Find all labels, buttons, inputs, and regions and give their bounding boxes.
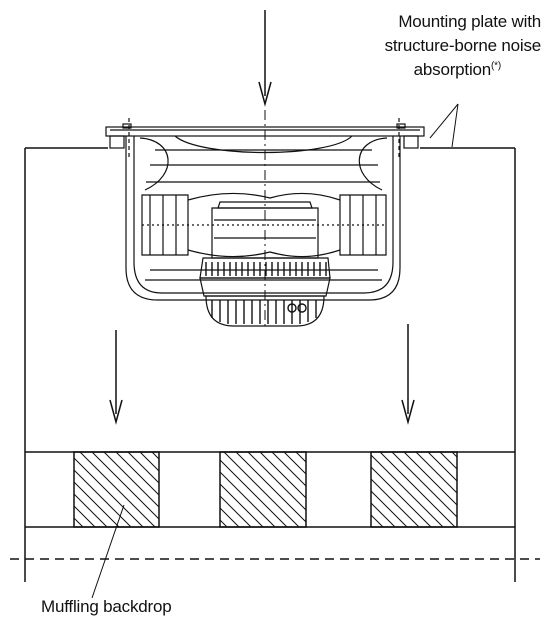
footnote-marker: (*)	[491, 60, 501, 72]
mounting-plate-label: Mounting plate with structure-borne nois…	[281, 10, 542, 82]
mounting-plate-label-text: absorption	[413, 60, 492, 79]
mounting-plate-leader-lines	[429, 103, 459, 148]
muffling-backdrop-label: Muffling backdrop	[41, 597, 172, 616]
muffling-block-left	[73, 451, 160, 528]
motor-fins	[205, 262, 327, 324]
inlet-arrow	[258, 10, 272, 107]
mounting-plate-label-line3: absorption(*)	[281, 58, 541, 82]
muffling-block-right	[370, 451, 458, 528]
mounting-plate-label-line1: Mounting plate with	[398, 12, 541, 31]
outlet-arrow-left	[109, 330, 123, 425]
muffling-block-center	[219, 451, 307, 528]
muffling-backdrop-blocks	[73, 451, 458, 528]
muffling-backdrop-leader-line	[91, 504, 125, 599]
mounting-plate-label-line2: structure-borne noise	[384, 36, 542, 55]
fan-housing	[125, 135, 401, 301]
outlet-arrow-right	[401, 324, 415, 425]
